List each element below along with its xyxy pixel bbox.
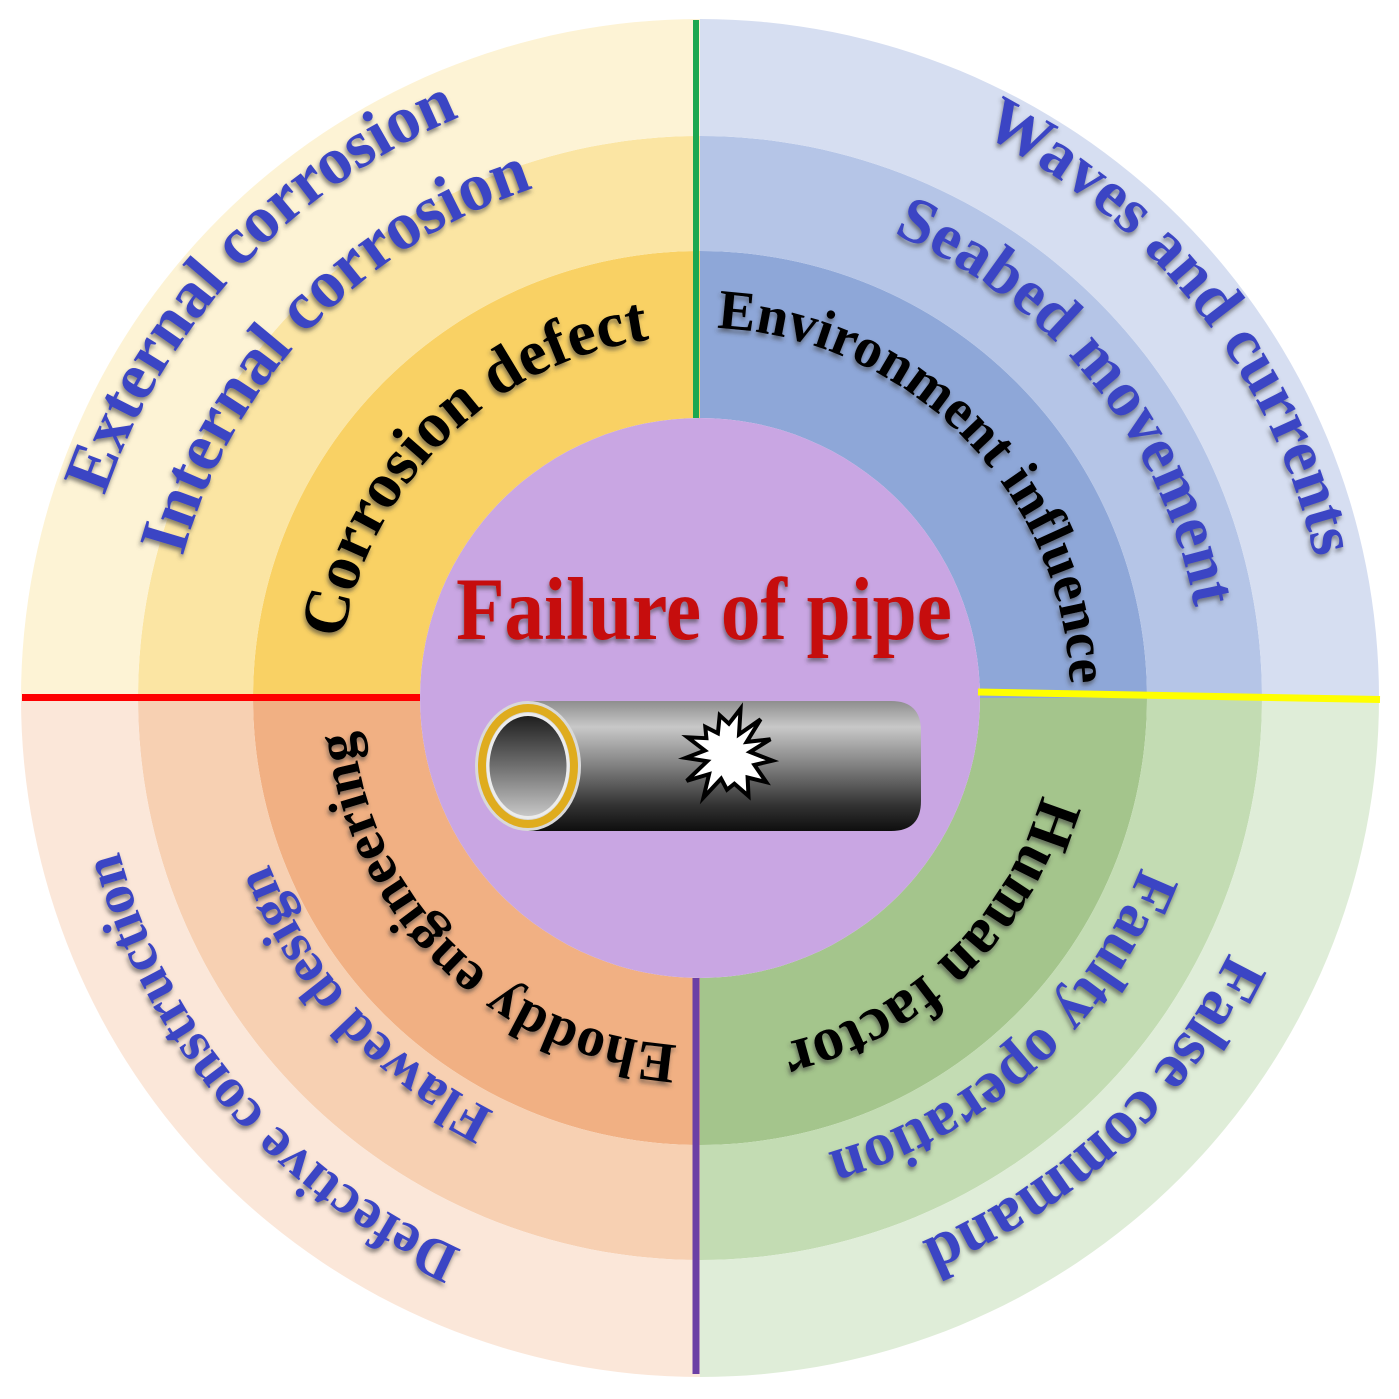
quadrant-rings xyxy=(21,19,1379,1377)
pipe-end-gold-ring xyxy=(478,704,578,828)
ring-human-factor-inner xyxy=(700,698,1147,1145)
pipe-end-bore xyxy=(489,716,567,816)
ring-shoddy-engineering-inner xyxy=(253,698,700,1145)
burst-icon xyxy=(677,702,780,805)
ring-environment-influence-inner xyxy=(700,251,1147,698)
ring-corrosion-defect-middle xyxy=(138,136,700,698)
divider-lines xyxy=(22,20,1381,1374)
divider-line-right xyxy=(977,688,1381,703)
ring-human-factor-outer xyxy=(700,698,1379,1377)
burst-pipe-icon xyxy=(475,701,921,831)
ring-shoddy-engineering-middle xyxy=(138,698,700,1260)
ring-corrosion-defect-inner xyxy=(253,251,700,698)
center-circle xyxy=(420,418,980,978)
ring-environment-influence-middle xyxy=(700,136,1262,698)
center-label: Failure of pipe xyxy=(456,561,952,659)
ring-corrosion-defect-outer xyxy=(21,19,700,698)
ring-environment-influence-outer xyxy=(700,19,1379,698)
ring-human-factor-middle xyxy=(700,698,1262,1260)
ring-shoddy-engineering-outer xyxy=(21,698,700,1377)
